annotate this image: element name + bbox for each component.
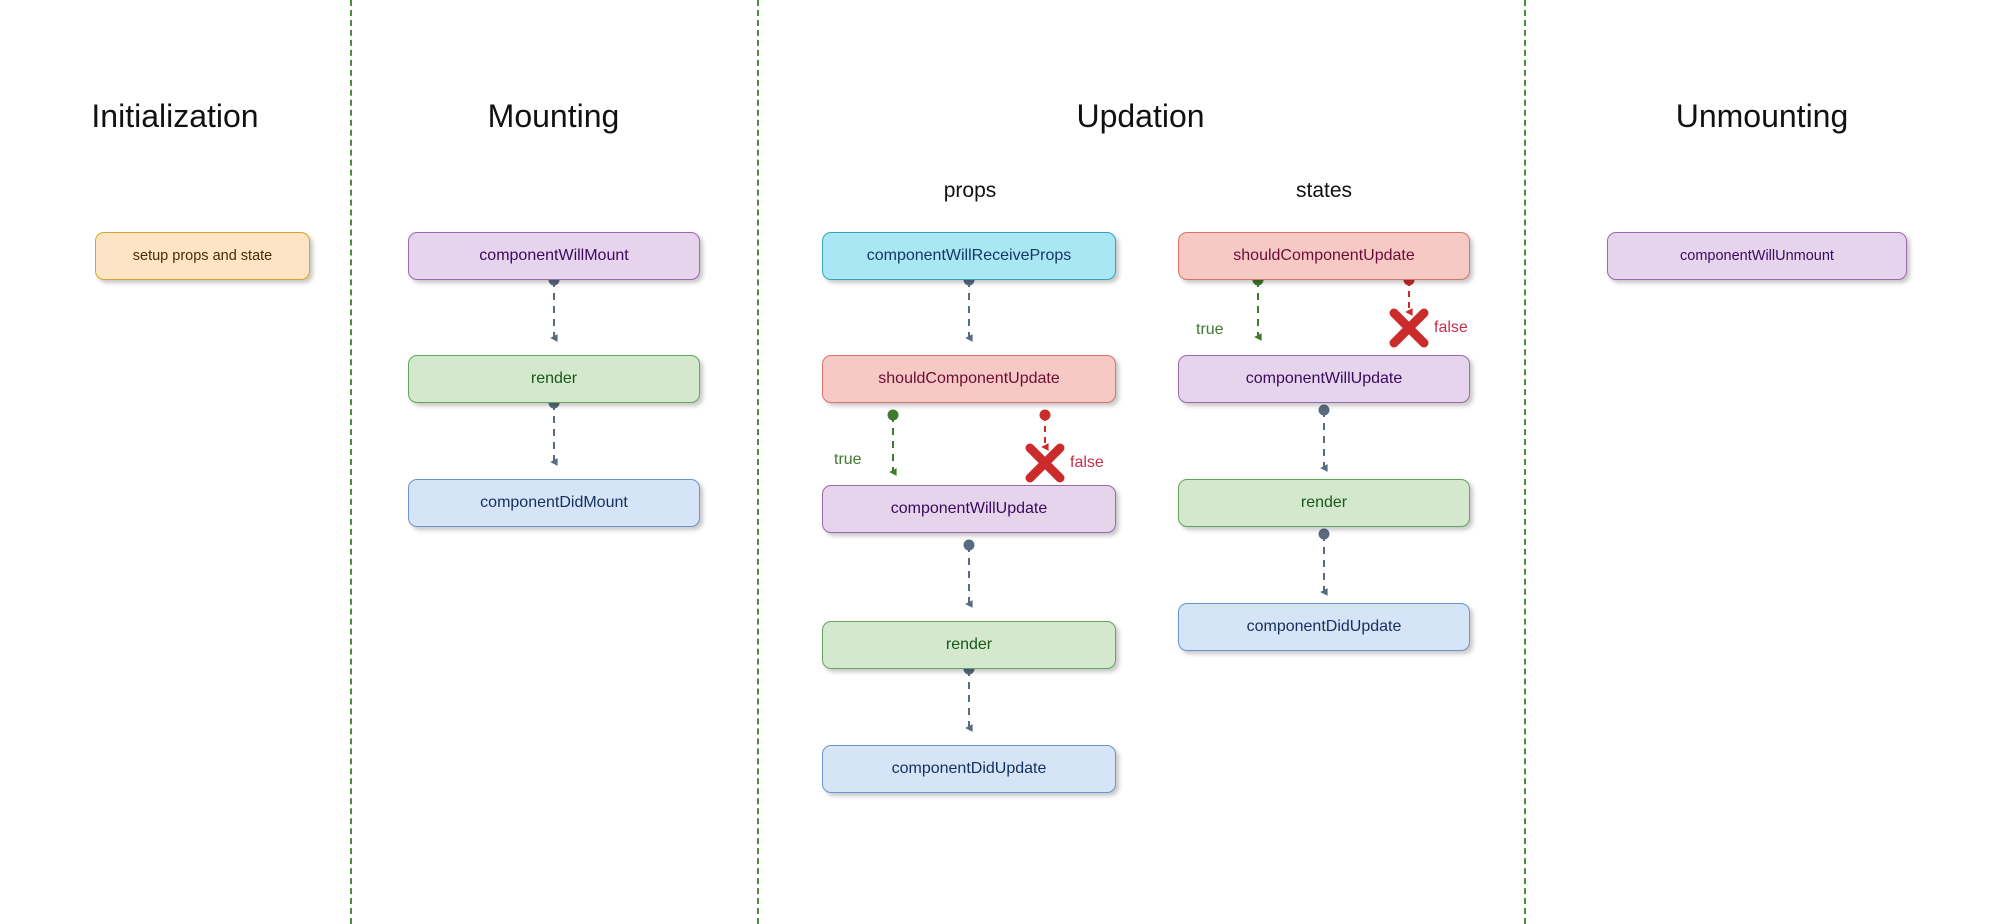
section-divider-1 (350, 0, 352, 924)
section-title-initialization: Initialization (91, 98, 259, 134)
node-component-will-unmount[interactable]: componentWillUnmount (1607, 232, 1907, 280)
connector-states-render-didupdate (1318, 528, 1330, 596)
branch-label-props-true: true (834, 451, 862, 468)
subsection-title-states: states (1295, 179, 1353, 202)
connector-mounting-render-didmount (548, 397, 560, 466)
connector-states-shouldupdate-true (1252, 274, 1264, 341)
section-title-updation: Updation (1076, 98, 1205, 134)
false-stop-x-icon-states (1389, 308, 1429, 348)
connector-props-shouldupdate-false (1025, 409, 1065, 483)
node-component-will-receive-props[interactable]: componentWillReceiveProps (822, 232, 1116, 280)
node-props-should-component-update[interactable]: shouldComponentUpdate (822, 355, 1116, 403)
connector-props-render-didupdate (963, 663, 975, 732)
node-setup-props-and-state[interactable]: setup props and state (95, 232, 310, 280)
node-states-render[interactable]: render (1178, 479, 1470, 527)
node-props-component-did-update[interactable]: componentDidUpdate (822, 745, 1116, 793)
section-title-unmounting: Unmounting (1675, 98, 1849, 134)
node-component-will-mount[interactable]: componentWillMount (408, 232, 700, 280)
false-stop-x-icon-props (1025, 443, 1065, 483)
node-states-component-will-update[interactable]: componentWillUpdate (1178, 355, 1470, 403)
subsection-title-props: props (943, 179, 997, 202)
branch-label-states-false: false (1434, 319, 1468, 336)
connector-props-willreceive-shouldupdate (963, 274, 975, 342)
section-title-mounting: Mounting (487, 98, 620, 134)
node-component-did-mount[interactable]: componentDidMount (408, 479, 700, 527)
node-states-should-component-update[interactable]: shouldComponentUpdate (1178, 232, 1470, 280)
connector-states-willupdate-render (1318, 404, 1330, 472)
node-states-component-did-update[interactable]: componentDidUpdate (1178, 603, 1470, 651)
node-mounting-render[interactable]: render (408, 355, 700, 403)
branch-label-props-false: false (1070, 454, 1104, 471)
connector-mounting-willmount-render (548, 274, 560, 342)
connector-props-shouldupdate-true (887, 409, 899, 476)
section-divider-2 (757, 0, 759, 924)
node-props-component-will-update[interactable]: componentWillUpdate (822, 485, 1116, 533)
connector-states-shouldupdate-false (1389, 274, 1429, 348)
section-divider-3 (1524, 0, 1526, 924)
branch-label-states-true: true (1196, 321, 1224, 338)
connector-props-willupdate-render (963, 539, 975, 608)
node-props-render[interactable]: render (822, 621, 1116, 669)
